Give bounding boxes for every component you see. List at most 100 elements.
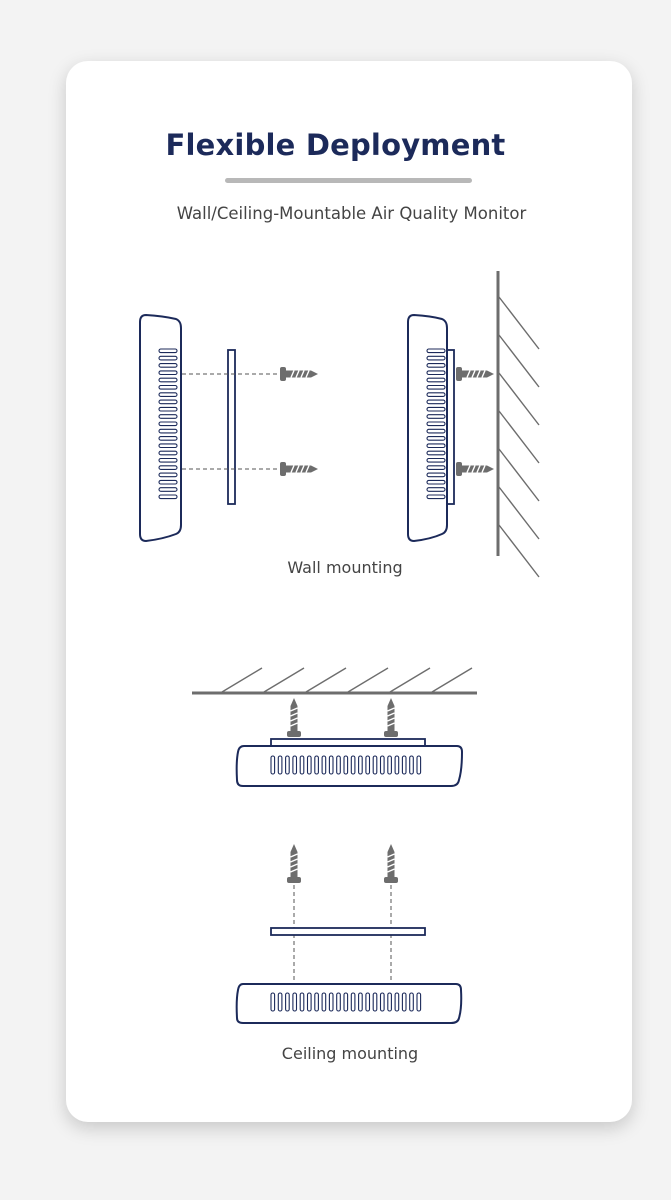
vent-slot bbox=[336, 992, 341, 1012]
vent-slot bbox=[343, 755, 349, 775]
vent-slot bbox=[426, 428, 446, 434]
mounting-plate-icon bbox=[270, 738, 426, 747]
vent-slot bbox=[270, 755, 276, 775]
hatch-line bbox=[263, 667, 305, 693]
vent-slot bbox=[387, 992, 392, 1012]
ceiling-installed-view bbox=[192, 667, 477, 787]
vent-slot bbox=[401, 755, 407, 775]
vent-slot bbox=[292, 992, 298, 1012]
vent-slot bbox=[158, 436, 178, 441]
vent-slot bbox=[314, 992, 319, 1012]
wall-installed-view bbox=[407, 271, 540, 578]
hatch-line bbox=[498, 524, 540, 578]
vent-slot bbox=[158, 384, 178, 390]
vent-slot bbox=[292, 755, 298, 775]
vent-slot bbox=[372, 992, 378, 1012]
vent-slot bbox=[270, 992, 276, 1012]
screw-icon bbox=[455, 461, 495, 477]
vent-slot bbox=[299, 755, 305, 775]
vent-slot bbox=[426, 443, 446, 449]
vent-slot bbox=[158, 465, 178, 470]
vent-slot bbox=[372, 755, 378, 775]
page-title: Flexible Deployment bbox=[165, 128, 506, 162]
device-icon bbox=[235, 983, 463, 1024]
vent-slot bbox=[158, 363, 178, 368]
vent-slot bbox=[426, 414, 446, 419]
vent-slot bbox=[401, 992, 407, 1012]
device-vents bbox=[158, 348, 178, 500]
page-subtitle: Wall/Ceiling-Mountable Air Quality Monit… bbox=[176, 204, 527, 223]
vent-slot bbox=[158, 450, 178, 456]
vent-slot bbox=[426, 494, 446, 500]
vent-slot bbox=[350, 992, 356, 1012]
vent-slot bbox=[379, 755, 385, 775]
vent-slot bbox=[426, 392, 446, 397]
vent-slot bbox=[158, 370, 178, 376]
vent-slot bbox=[321, 755, 327, 775]
vent-slot bbox=[394, 755, 400, 775]
wall-mounting-caption: Wall mounting bbox=[287, 558, 403, 577]
vent-slot bbox=[158, 355, 178, 361]
vent-slot bbox=[314, 755, 319, 775]
vent-slot bbox=[328, 755, 334, 775]
ceiling-exploded-view bbox=[235, 843, 463, 1024]
vent-slot bbox=[426, 370, 446, 376]
vent-slot bbox=[426, 355, 446, 361]
hatch-line bbox=[498, 410, 540, 464]
vent-slot bbox=[343, 992, 349, 1012]
hatch-line bbox=[221, 667, 263, 693]
vent-slot bbox=[277, 755, 283, 775]
vent-slot bbox=[158, 472, 178, 478]
vent-slot bbox=[426, 436, 446, 441]
screw-icon bbox=[383, 697, 399, 738]
screw-icon bbox=[279, 366, 319, 382]
vent-slot bbox=[426, 472, 446, 478]
screw-icon bbox=[383, 843, 399, 884]
vent-slot bbox=[285, 992, 290, 1012]
vent-slot bbox=[158, 414, 178, 419]
content-card bbox=[66, 61, 632, 1122]
vent-slot bbox=[328, 992, 334, 1012]
hatch-line bbox=[431, 667, 473, 693]
vent-slot bbox=[426, 377, 446, 383]
vent-slot bbox=[158, 457, 178, 463]
vent-slot bbox=[158, 443, 178, 449]
vent-slot bbox=[426, 457, 446, 463]
vent-slot bbox=[426, 348, 446, 354]
vent-slot bbox=[379, 992, 385, 1012]
vent-slot bbox=[426, 450, 446, 456]
device-icon bbox=[139, 313, 182, 543]
vent-slot bbox=[277, 992, 283, 1012]
vent-slot bbox=[158, 348, 178, 354]
vent-slot bbox=[416, 755, 422, 775]
vent-slot bbox=[306, 755, 312, 775]
vent-slot bbox=[409, 992, 414, 1012]
vent-slot bbox=[426, 384, 446, 390]
vent-slot bbox=[158, 479, 178, 485]
vent-slot bbox=[158, 487, 178, 492]
vent-slot bbox=[158, 406, 178, 412]
vent-slot bbox=[158, 377, 178, 383]
wall-exploded-view bbox=[139, 313, 319, 543]
vent-slot bbox=[365, 992, 371, 1012]
screw-icon bbox=[279, 461, 319, 477]
vent-slot bbox=[416, 992, 422, 1012]
hatch-line bbox=[498, 486, 540, 540]
vent-slot bbox=[158, 421, 178, 427]
mounting-plate-icon bbox=[446, 349, 455, 505]
hatch-line bbox=[389, 667, 431, 693]
hatch-line bbox=[305, 667, 347, 693]
title-underline bbox=[225, 178, 472, 183]
vent-slot bbox=[285, 755, 290, 775]
vent-slot bbox=[426, 479, 446, 485]
vent-slot bbox=[336, 755, 341, 775]
vent-slot bbox=[158, 392, 178, 397]
vent-slot bbox=[358, 992, 363, 1012]
ceiling-mounting-caption: Ceiling mounting bbox=[281, 1044, 419, 1063]
vent-slot bbox=[426, 399, 446, 405]
hatch-line bbox=[498, 334, 540, 388]
vent-slot bbox=[158, 428, 178, 434]
mounting-plate-icon bbox=[227, 349, 236, 505]
hatch-line bbox=[498, 448, 540, 502]
